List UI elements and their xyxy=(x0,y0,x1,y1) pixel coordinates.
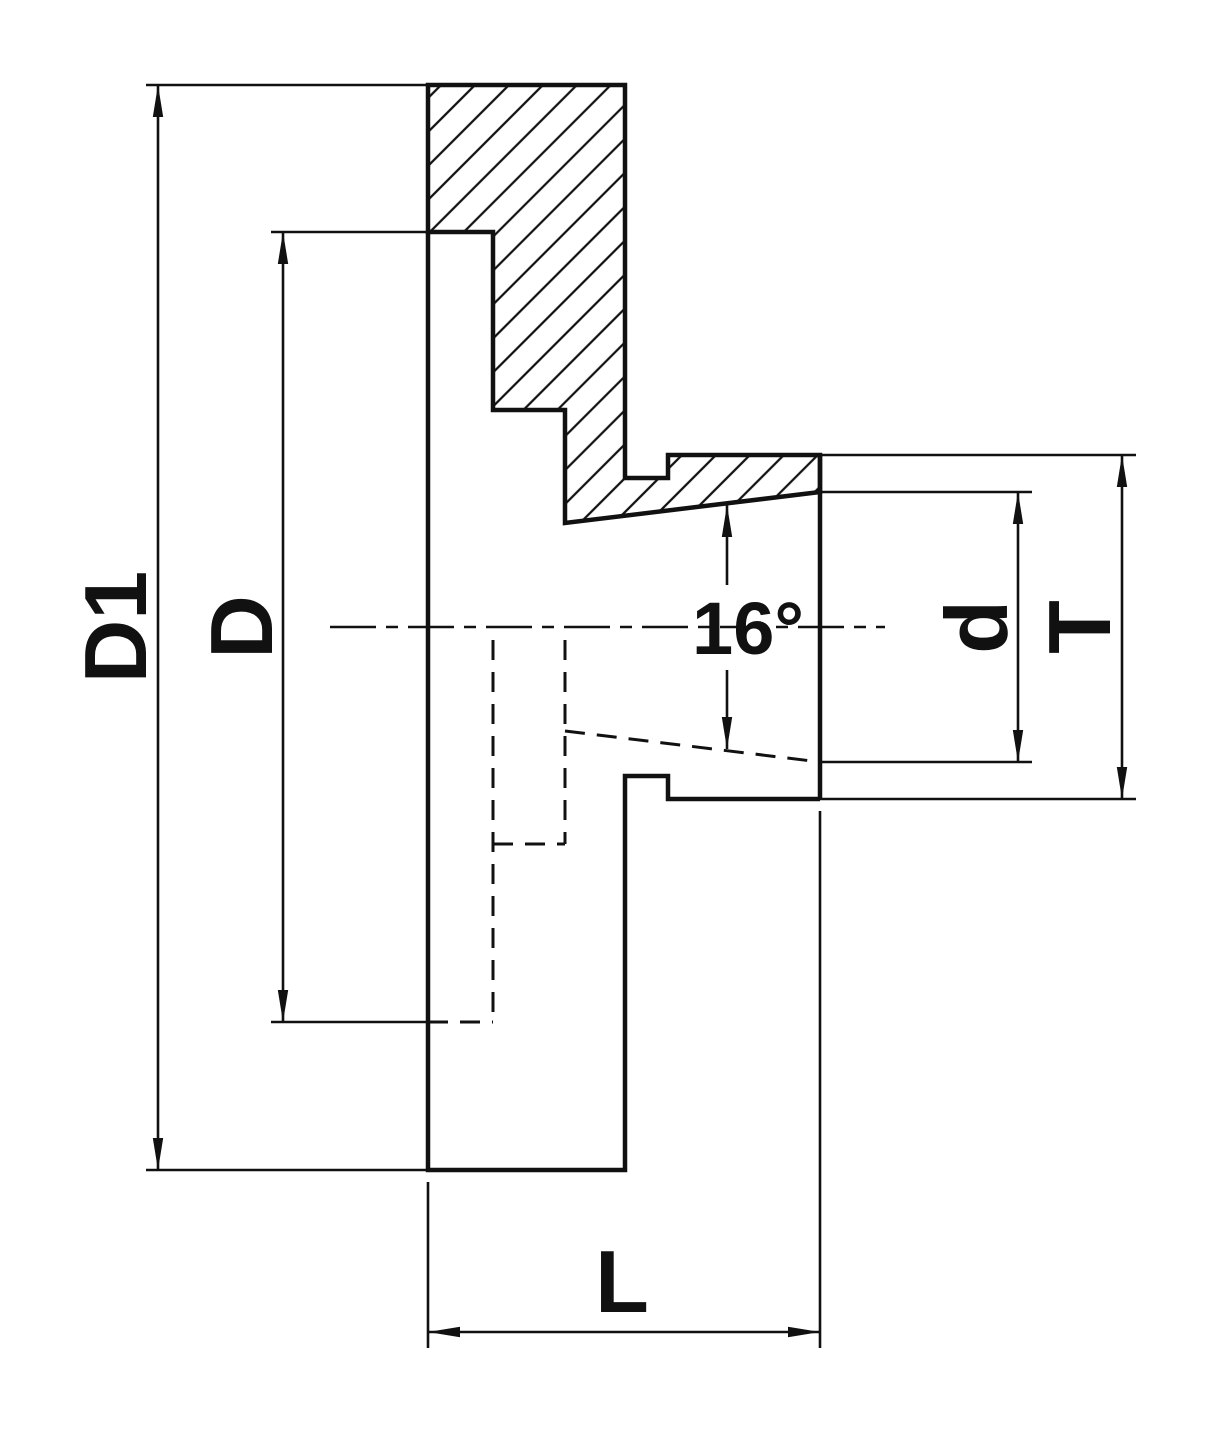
d1-label: D1 xyxy=(66,571,165,684)
taper-angle-label: 16° xyxy=(692,587,804,670)
section-cut-hatched-area xyxy=(425,82,823,526)
dimension-d-minor: d xyxy=(820,490,1032,764)
l-label: L xyxy=(595,1232,649,1331)
hidden-lines xyxy=(428,640,821,1024)
dimension-l: L xyxy=(426,811,822,1348)
dimension-d1: D1 xyxy=(66,83,428,1172)
dimension-taper-angle: 16° xyxy=(692,505,804,749)
dimension-t: T xyxy=(820,453,1136,801)
dimension-d-major: D xyxy=(192,230,428,1024)
part-section-upper xyxy=(425,82,823,526)
d-major-label: D xyxy=(192,595,291,659)
t-label: T xyxy=(1030,600,1129,654)
hidden-taper-line xyxy=(564,729,821,764)
d-minor-label: d xyxy=(927,600,1026,654)
